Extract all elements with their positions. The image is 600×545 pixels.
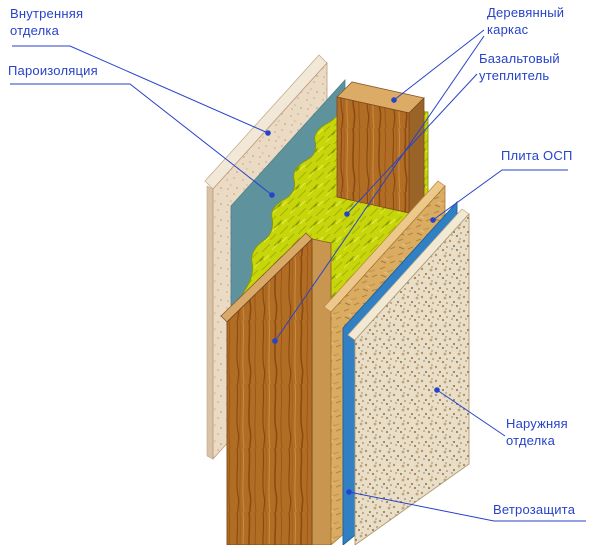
wood-panel-face xyxy=(226,237,313,545)
leader-exterior xyxy=(436,389,506,437)
callout-dot-frame-stud xyxy=(391,97,397,103)
callout-dot-wind xyxy=(346,489,352,495)
wood-panel-side-face xyxy=(311,238,332,545)
callout-leaders xyxy=(10,29,586,522)
callout-dot-interior xyxy=(265,130,271,136)
wood-stud-face xyxy=(336,96,410,214)
label-wood-frame: Деревянный каркас xyxy=(487,5,565,37)
callout-dots xyxy=(265,97,440,495)
leader-vapor xyxy=(10,83,273,196)
label-insulation: Базальтовый утеплитель xyxy=(479,51,560,83)
exterior-finish-panel xyxy=(347,208,470,545)
leader-interior xyxy=(12,45,269,134)
callout-dot-exterior xyxy=(434,387,440,393)
label-interior-finish: Внутренняя отделка xyxy=(10,6,84,38)
label-osb: Плита ОСП xyxy=(501,148,573,163)
leader-frame-stud xyxy=(393,29,485,101)
wood-stud-side-face xyxy=(408,97,425,214)
label-exterior-finish: Наружняя отделка xyxy=(506,416,568,448)
leader-insulation xyxy=(346,73,478,215)
label-vapor-barrier: Пароизоляция xyxy=(8,63,98,78)
label-wind-barrier: Ветрозащита xyxy=(493,502,576,517)
wood-stud xyxy=(336,81,425,214)
leader-osb xyxy=(432,169,568,221)
leader-frame-panel xyxy=(274,35,485,342)
callout-dot-osb xyxy=(430,217,436,223)
interior-finish-left-edge xyxy=(206,185,214,460)
leader-wind xyxy=(348,491,586,522)
callout-dot-vapor xyxy=(269,192,275,198)
callout-dot-insulation xyxy=(344,211,350,217)
wood-panel xyxy=(220,232,332,545)
exterior-finish-face xyxy=(354,212,470,545)
callout-dot-frame-panel xyxy=(272,338,278,344)
